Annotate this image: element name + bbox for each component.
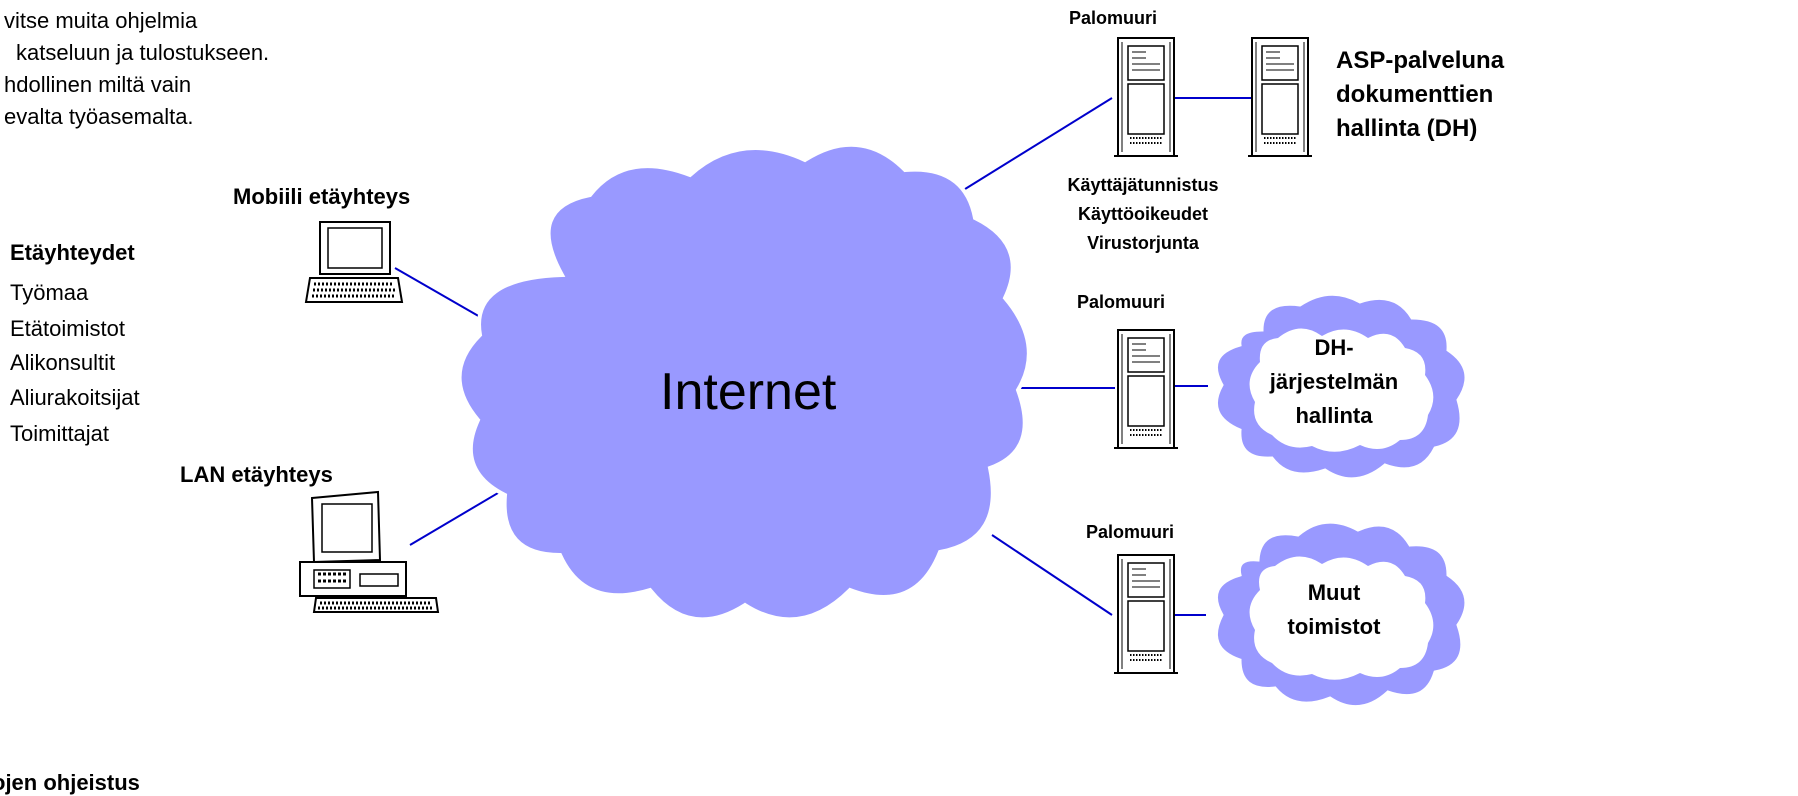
laptop-icon <box>304 221 404 303</box>
firewall-label-3: Palomuuri <box>1086 522 1175 542</box>
internet-label: Internet <box>660 363 837 421</box>
bottom-cut-text: ojen ohjeistus <box>0 770 140 795</box>
remote-item: Toimittajat <box>10 421 110 446</box>
remote-item: Etätoimistot <box>10 316 125 341</box>
other-offices-label: Muut toimistot <box>1222 576 1446 644</box>
note-line: katseluun ja tulostukseen. <box>16 40 270 65</box>
firewall-server-2-icon <box>1113 329 1179 449</box>
note-line: vitse muita ohjelmia <box>4 8 198 33</box>
asp-server-icon <box>1247 37 1313 157</box>
mobile-connection-label: Mobiili etäyhteys <box>233 184 411 209</box>
remote-item: Alikonsultit <box>10 350 116 375</box>
dh-admin-label: DH- järjestelmän hallinta <box>1222 331 1446 433</box>
other-offices-label-line: Muut <box>1307 580 1361 605</box>
other-offices-label-line: toimistot <box>1287 614 1381 639</box>
remote-item: Työmaa <box>10 280 89 305</box>
asp-label: ASP-palveluna dokumenttien hallinta (DH) <box>1336 44 1504 146</box>
firewall-label-1: Palomuuri <box>1069 8 1158 28</box>
firewall-server-3-icon <box>1113 554 1179 674</box>
security-feature: Virustorjunta <box>1087 233 1199 253</box>
remote-connections-heading: Etäyhteydet <box>10 240 135 265</box>
security-feature: Käyttöoikeudet <box>1077 204 1209 224</box>
firewall-label-2: Palomuuri <box>1077 292 1166 312</box>
internet-cloud <box>457 142 1031 622</box>
desktop-computer-icon <box>299 490 440 613</box>
security-feature: Käyttäjätunnistus <box>1067 175 1219 195</box>
remote-item: Aliurakoitsijat <box>10 385 140 410</box>
dh-admin-label-line: järjestelmän <box>1269 369 1399 394</box>
security-features: Käyttäjätunnistus Käyttöoikeudet Virusto… <box>1025 173 1261 255</box>
note-line: hdollinen miltä vain <box>4 72 192 97</box>
link-fw3 <box>991 534 1113 616</box>
asp-label-line: dokumenttien <box>1336 81 1494 108</box>
note-line: evalta työasemalta. <box>4 104 194 129</box>
asp-label-line: ASP-palveluna <box>1336 47 1505 74</box>
asp-label-line: hallinta (DH) <box>1336 115 1478 142</box>
dh-admin-label-line: hallinta <box>1295 403 1373 428</box>
dh-admin-label-line: DH- <box>1314 335 1354 360</box>
firewall-server-1-icon <box>1113 37 1179 157</box>
lan-connection-label: LAN etäyhteys <box>180 462 333 487</box>
